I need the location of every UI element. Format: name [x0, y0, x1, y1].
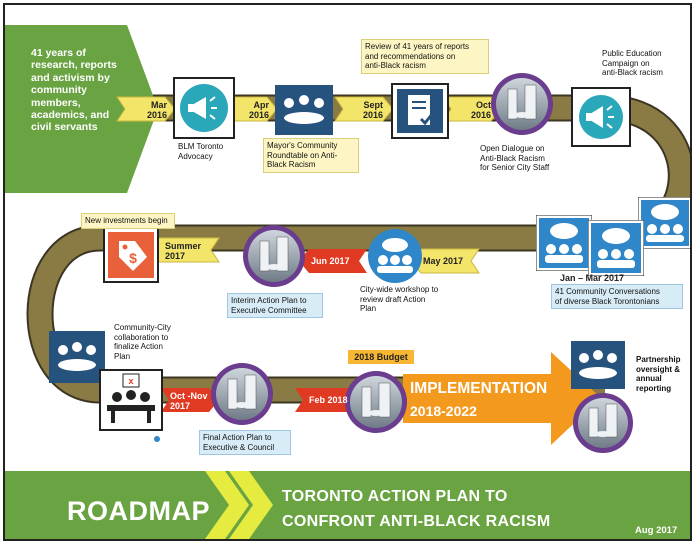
arrow-sept2016 — [334, 96, 394, 122]
arrow-feb2018 — [295, 388, 361, 412]
arrow-oct2016 — [442, 96, 502, 122]
date-label: May 2017 — [423, 256, 464, 266]
caption-collaboration: Community-City collaboration to finalize… — [114, 323, 171, 361]
caption-partnership: Partnership oversight & annual reporting — [636, 355, 681, 393]
date-label: Mar 2016 — [146, 100, 167, 120]
date-label: Oct 2016 — [470, 100, 491, 120]
intro-arrow — [5, 25, 158, 193]
caption-new-investments: New investments begin — [81, 213, 175, 229]
roundtable-icon — [571, 341, 625, 389]
plan-title-line2: CONFRONT ANTI-BLACK RACISM — [282, 513, 551, 530]
implementation-arrow — [403, 352, 601, 445]
roadmap-infographic: 41 years of research, reports and activi… — [3, 3, 692, 541]
roundtable-icon — [49, 331, 105, 383]
city-hall-icon — [243, 225, 305, 287]
implementation-label: IMPLEMENTATION — [410, 380, 548, 397]
date-label: Summer 2017 — [165, 241, 202, 261]
city-hall-icon — [491, 73, 553, 135]
city-hall-icon — [211, 363, 273, 425]
budget-label: 2018 Budget — [348, 350, 414, 364]
megaphone-icon — [571, 87, 631, 147]
chevron-icon — [205, 471, 273, 539]
implementation-years: 2018-2022 — [410, 403, 477, 419]
caption-review: Review of 41 years of reports and recomm… — [361, 39, 489, 74]
caption-mayor-roundtable: Mayor's Community Roundtable on Anti- Bl… — [263, 138, 359, 173]
date-label: Jun 2017 — [311, 256, 350, 266]
caption-blm: BLM Toronto Advocacy — [178, 142, 224, 161]
arrow-octnov2017 — [161, 388, 219, 412]
caption-conversations: 41 Community Conversations of diverse Bl… — [551, 284, 683, 309]
arrow-mar2016 — [116, 96, 176, 122]
svg-text:$: $ — [129, 250, 137, 266]
caption-interim-plan: Interim Action Plan to Executive Committ… — [227, 293, 323, 318]
caption-workshop: City-wide workshop to review draft Actio… — [360, 285, 439, 313]
chat-people-icon — [536, 215, 592, 271]
date-label: Apr 2016 — [248, 100, 269, 120]
roundtable-icon — [275, 85, 333, 135]
plan-title-line1: TORONTO ACTION PLAN TO — [282, 488, 508, 505]
title-banner — [5, 471, 690, 539]
arrow-jun2017 — [299, 249, 367, 273]
caption-final-plan: Final Action Plan to Executive & Council — [199, 430, 291, 455]
workshop-chat-icon — [368, 229, 422, 283]
chat-people-icon — [638, 197, 690, 249]
date-label: Jan – Mar 2017 — [560, 273, 625, 283]
city-hall-icon — [573, 393, 633, 453]
chat-people-icon — [588, 220, 644, 276]
date-label: Oct -Nov 2017 — [170, 391, 208, 411]
megaphone-icon — [173, 77, 235, 139]
meeting-icon: x — [99, 369, 163, 431]
banner-date: Aug 2017 — [635, 525, 678, 536]
checklist-icon — [391, 83, 449, 139]
price-tag-icon: $ — [103, 227, 159, 283]
city-hall-icon — [345, 371, 407, 433]
svg-text:x: x — [128, 376, 133, 386]
roadmap-title: ROADMAP — [67, 496, 210, 526]
caption-open-dialogue: Open Dialogue on Anti-Black Racism for S… — [480, 144, 550, 172]
date-label: Feb 2018 — [309, 395, 348, 405]
intro-text: 41 years of research, reports and activi… — [31, 47, 117, 134]
date-label: Sept 2016 — [362, 100, 383, 120]
caption-public-education: Public Education Campaign on anti-Black … — [602, 49, 663, 77]
